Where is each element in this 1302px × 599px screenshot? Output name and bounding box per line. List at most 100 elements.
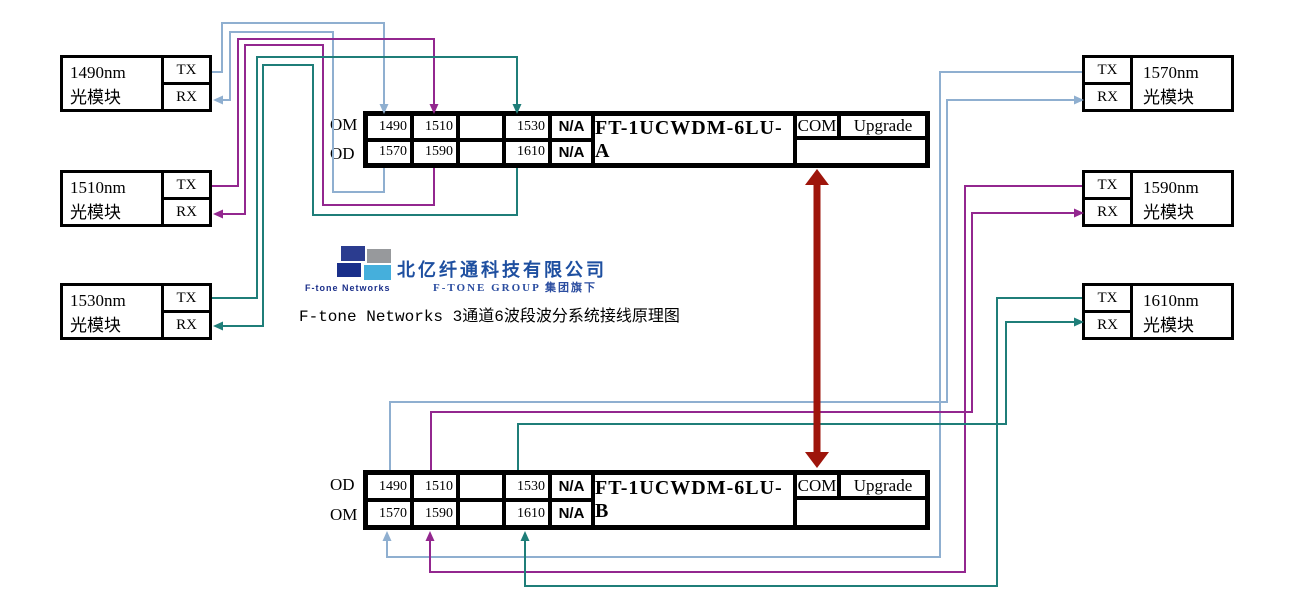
port-spare-top bbox=[458, 473, 504, 500]
wire-a-od1610-to-rx1530-arrowhead bbox=[213, 321, 223, 331]
rx-port: RX bbox=[176, 316, 197, 333]
ftone-logo-icon bbox=[334, 246, 396, 282]
module-1590nm: TX RX 1590nm 光模块 bbox=[1082, 170, 1234, 227]
port-column-spare bbox=[458, 114, 504, 165]
logo-square-icon bbox=[367, 249, 391, 263]
module-1610nm: TX RX 1610nm 光模块 bbox=[1082, 283, 1234, 340]
port-spare-top bbox=[458, 114, 504, 140]
device-b-blank-cell bbox=[795, 498, 927, 527]
module-1590nm-label: 1590nm 光模块 bbox=[1133, 173, 1231, 224]
port-1570: 1570 bbox=[366, 139, 412, 165]
wire-tx1610-to-b-om1610-arrowhead bbox=[520, 531, 530, 541]
device-a: 1490 1570 1510 1590 1530 1610 N/A N/A FT… bbox=[363, 111, 930, 168]
com-port: COM bbox=[795, 473, 839, 498]
device-b: 1490 1570 1510 1590 1530 1610 N/A N/A FT… bbox=[363, 470, 930, 530]
rx-port: RX bbox=[176, 88, 197, 105]
module-1530nm-ports: TX RX bbox=[161, 286, 209, 337]
port-spare-bottom bbox=[458, 139, 504, 165]
module-wavelength: 1590nm bbox=[1143, 178, 1199, 197]
port-na-top: N/A bbox=[550, 473, 593, 500]
port-column-1490-1570: 1490 1570 bbox=[366, 114, 412, 165]
row-label-od: OD bbox=[330, 475, 355, 494]
wire-a-od1570-to-rx1490-arrowhead bbox=[213, 95, 223, 105]
port-1590: 1590 bbox=[412, 139, 458, 165]
port-1510: 1510 bbox=[412, 473, 458, 500]
module-1510nm-ports: TX RX bbox=[161, 173, 209, 224]
port-1610: 1610 bbox=[504, 139, 550, 165]
upgrade-port: Upgrade bbox=[839, 473, 927, 498]
rx-port: RX bbox=[1097, 203, 1118, 220]
wire-b-od1510-to-rx1590 bbox=[430, 212, 1074, 470]
port-column-1530-1610: 1530 1610 bbox=[504, 473, 550, 527]
module-type: 光模块 bbox=[70, 203, 121, 222]
row-label-od: OD bbox=[330, 143, 355, 163]
logo-square-icon bbox=[341, 246, 365, 261]
port-1490: 1490 bbox=[366, 114, 412, 140]
wire-tx1590-to-b-om1590-arrowhead bbox=[425, 531, 435, 541]
wire-b-od1530-to-rx1610 bbox=[517, 321, 1074, 470]
rx-port: RX bbox=[176, 203, 197, 220]
device-b-mgmt-block: COM Upgrade bbox=[795, 473, 927, 527]
port-1490: 1490 bbox=[366, 473, 412, 500]
wire-tx1490-to-a-om1490 bbox=[212, 22, 385, 104]
port-1530: 1530 bbox=[504, 473, 550, 500]
module-type: 光模块 bbox=[1143, 88, 1194, 107]
module-wavelength: 1530nm bbox=[70, 291, 126, 310]
port-1610: 1610 bbox=[504, 500, 550, 527]
device-a-blank-cell bbox=[795, 138, 927, 165]
port-column-na: N/A N/A bbox=[550, 473, 593, 527]
module-type: 光模块 bbox=[70, 88, 121, 107]
tx-port: TX bbox=[164, 286, 209, 313]
module-1510nm: 1510nm 光模块 TX RX bbox=[60, 170, 212, 227]
module-1490nm: 1490nm 光模块 TX RX bbox=[60, 55, 212, 112]
module-1530nm: 1530nm 光模块 TX RX bbox=[60, 283, 212, 340]
tx-port: TX bbox=[1085, 58, 1130, 85]
module-wavelength: 1570nm bbox=[1143, 63, 1199, 82]
module-1570nm-label: 1570nm 光模块 bbox=[1133, 58, 1231, 109]
module-wavelength: 1510nm bbox=[70, 178, 126, 197]
port-column-spare bbox=[458, 473, 504, 527]
module-1530nm-label: 1530nm 光模块 bbox=[63, 286, 161, 337]
module-1490nm-label: 1490nm 光模块 bbox=[63, 58, 161, 109]
tx-port: TX bbox=[1085, 173, 1130, 200]
module-wavelength: 1490nm bbox=[70, 63, 126, 82]
module-type: 光模块 bbox=[1143, 316, 1194, 335]
logo-brand-text: F-tone Networks bbox=[305, 283, 391, 293]
module-1490nm-ports: TX RX bbox=[161, 58, 209, 109]
upgrade-port: Upgrade bbox=[839, 114, 927, 138]
device-b-name: FT-1UCWDM-6LU-B bbox=[593, 473, 795, 527]
device-b-row-labels: OD OM bbox=[330, 470, 360, 530]
port-1590: 1590 bbox=[412, 500, 458, 527]
device-a-mgmt-block: COM Upgrade bbox=[795, 114, 927, 165]
port-1510: 1510 bbox=[412, 114, 458, 140]
module-1570nm: TX RX 1570nm 光模块 bbox=[1082, 55, 1234, 112]
port-column-1510-1590: 1510 1590 bbox=[412, 114, 458, 165]
row-label-om: OM bbox=[330, 115, 358, 135]
logo-square-icon bbox=[364, 265, 391, 280]
wire-a-od1590-to-rx1510-arrowhead bbox=[213, 209, 223, 219]
port-1570: 1570 bbox=[366, 500, 412, 527]
module-1610nm-label: 1610nm 光模块 bbox=[1133, 286, 1231, 337]
device-a-name: FT-1UCWDM-6LU-A bbox=[593, 114, 795, 165]
diagram-title: F-tone Networks 3通道6波段波分系统接线原理图 bbox=[299, 308, 680, 326]
module-type: 光模块 bbox=[70, 316, 121, 335]
com-port: COM bbox=[795, 114, 839, 138]
module-1610nm-ports: TX RX bbox=[1085, 286, 1133, 337]
port-na-bottom: N/A bbox=[550, 500, 593, 527]
logo-square-icon bbox=[337, 263, 361, 277]
tx-port: TX bbox=[164, 173, 209, 200]
module-1590nm-ports: TX RX bbox=[1085, 173, 1133, 224]
module-wavelength: 1610nm bbox=[1143, 291, 1199, 310]
wire-com-link-a-b-arrowhead bbox=[805, 169, 829, 185]
rx-port: RX bbox=[1097, 88, 1118, 105]
port-column-1510-1590: 1510 1590 bbox=[412, 473, 458, 527]
port-column-na: N/A N/A bbox=[550, 114, 593, 165]
port-1530: 1530 bbox=[504, 114, 550, 140]
rx-port: RX bbox=[1097, 316, 1118, 333]
wire-tx1570-to-b-om1570-arrowhead bbox=[382, 531, 392, 541]
device-a-row-labels: OM OD bbox=[330, 111, 360, 168]
module-type: 光模块 bbox=[1143, 203, 1194, 222]
wire-com-link-a-b-arrowhead bbox=[805, 452, 829, 468]
port-na-bottom: N/A bbox=[550, 139, 593, 165]
